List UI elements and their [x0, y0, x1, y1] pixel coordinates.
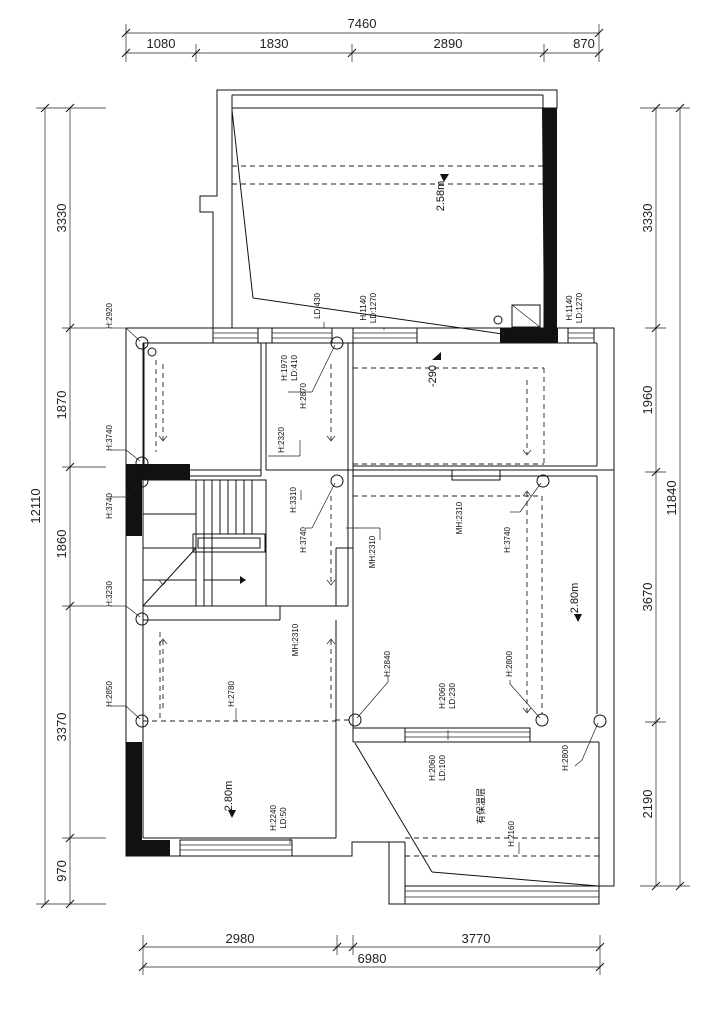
left-dimension-5: 970	[54, 860, 69, 882]
label-h2320: H:2320	[277, 427, 286, 453]
elevation-left-room: 2.80m	[223, 781, 235, 812]
left-dimension-lines	[36, 103, 106, 909]
right-dimension-3: 3670	[640, 583, 655, 612]
label-ld230: LD:230	[448, 683, 457, 709]
elevation-top-room: 2.58m	[435, 181, 447, 212]
label-ld1270-a: LD:1270	[369, 292, 378, 323]
arrow-markers	[158, 435, 532, 714]
label-h1140-a: H:1140	[359, 295, 368, 321]
label-mh2310-a: MH:2310	[368, 535, 377, 568]
label-mh2310-b: MH:2310	[455, 501, 464, 534]
elevation-upper-right: -290	[427, 365, 439, 387]
note-leaders	[235, 322, 520, 854]
label-h3230: H:3230	[105, 581, 114, 607]
label-h2800-b: H:2800	[561, 745, 570, 771]
right-total-dimension: 11840	[664, 480, 679, 515]
label-h2240: H:2240	[269, 805, 278, 831]
right-dimension-4: 2190	[640, 790, 655, 819]
label-h2780: H:2780	[227, 681, 236, 707]
elevation-markers	[228, 174, 582, 818]
bottom-dimension-2: 3770	[462, 931, 491, 946]
label-h2870: H:2870	[299, 383, 308, 409]
label-ld50: LD:50	[279, 807, 288, 829]
top-dimension-2: 1830	[260, 36, 289, 51]
bottom-dimension-lines	[138, 935, 605, 975]
top-dimension-3: 2890	[434, 36, 463, 51]
dashed-ceiling-lines	[143, 165, 599, 857]
label-h2060-b: H:2060	[428, 755, 437, 781]
height-markers	[110, 327, 607, 767]
top-dimension-lines	[121, 24, 604, 62]
label-h2920: H:2920	[105, 303, 114, 329]
top-total-dimension: 7460	[348, 16, 377, 31]
label-h3740-c: H:3740	[299, 527, 308, 553]
label-h2850: H:2850	[105, 681, 114, 707]
label-h3310: H:3310	[289, 487, 298, 513]
label-h2800-a: H:2800	[505, 651, 514, 677]
label-insulation: 有保温层	[475, 788, 486, 824]
bottom-total-dimension: 6980	[358, 951, 387, 966]
left-dimension-3: 1860	[54, 530, 69, 559]
building-outline	[125, 89, 615, 905]
label-ld1270-b: LD:1270	[575, 292, 584, 323]
bottom-dimension-1: 2980	[226, 931, 255, 946]
elevation-right-room: 2.80m	[569, 583, 581, 614]
label-h3740-a: H:3740	[105, 425, 114, 451]
left-dimension-2: 1870	[54, 391, 69, 420]
top-dimension-1: 1080	[147, 36, 176, 51]
label-ld100: LD:100	[438, 755, 447, 781]
label-h2060-a: H:2060	[438, 683, 447, 709]
top-dimension-4: 870	[573, 36, 595, 51]
left-dimension-1: 3330	[54, 204, 69, 233]
label-mh2310-c: MH:2310	[291, 623, 300, 656]
right-dimension-1: 3330	[640, 204, 655, 233]
label-h2840: H:2840	[383, 651, 392, 677]
label-ld410: LD:410	[290, 355, 299, 381]
label-h1970: H:1970	[280, 355, 289, 381]
right-dimension-2: 1960	[640, 386, 655, 415]
label-h3740-b: H:3740	[105, 493, 114, 519]
label-ld430: LD:430	[313, 293, 322, 319]
annotation-labels: H:2920 H:3740 H:3740 H:3230 H:2850 H:197…	[105, 292, 584, 847]
label-h1140-b: H:1140	[565, 295, 574, 321]
label-h3740-d: H:3740	[503, 527, 512, 553]
left-total-dimension: 12110	[28, 488, 43, 523]
label-h2160: H:2160	[507, 821, 516, 847]
right-dimension-lines	[640, 103, 690, 891]
left-dimension-4: 3370	[54, 713, 69, 742]
